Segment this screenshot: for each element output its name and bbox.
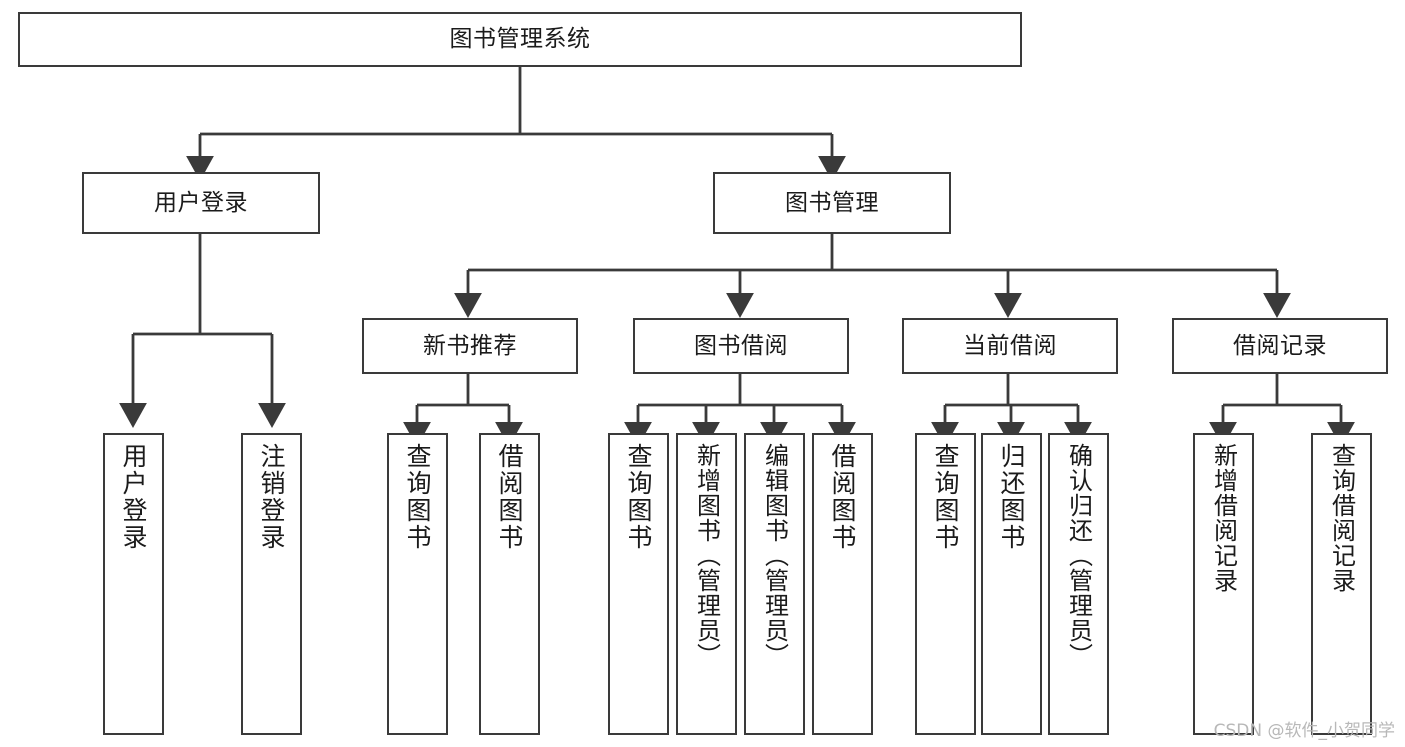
leaf-user-login[interactable]: 用户登录: [103, 433, 164, 735]
node-root-system[interactable]: 图书管理系统: [18, 12, 1022, 67]
node-label: 归还图书: [997, 443, 1026, 551]
leaf-borrow-book[interactable]: 借阅图书: [812, 433, 873, 735]
node-label: 确认归还（管理员）: [1064, 443, 1093, 668]
csdn-watermark: CSDN @软件_小贺同学: [1213, 721, 1395, 741]
node-book-borrow[interactable]: 图书借阅: [633, 318, 849, 374]
node-label: 新书推荐: [423, 332, 517, 359]
node-label: 查询借阅记录: [1327, 443, 1356, 593]
node-label: 注销登录: [257, 443, 286, 551]
leaf-edit-book-admin[interactable]: 编辑图书（管理员）: [744, 433, 805, 735]
node-user-login[interactable]: 用户登录: [82, 172, 320, 234]
node-label: 借阅记录: [1233, 332, 1327, 359]
leaf-recommend-query-book[interactable]: 查询图书: [387, 433, 448, 735]
node-label: 查询图书: [624, 443, 653, 551]
node-label: 用户登录: [154, 189, 248, 216]
node-label: 图书管理: [785, 189, 879, 216]
leaf-logout[interactable]: 注销登录: [241, 433, 302, 735]
node-label: 当前借阅: [963, 332, 1057, 359]
leaf-borrow-query-book[interactable]: 查询图书: [608, 433, 669, 735]
node-label: 查询图书: [931, 443, 960, 551]
leaf-current-query-book[interactable]: 查询图书: [915, 433, 976, 735]
node-current-borrow[interactable]: 当前借阅: [902, 318, 1118, 374]
leaf-query-borrow-record[interactable]: 查询借阅记录: [1311, 433, 1372, 735]
node-label: 查询图书: [403, 443, 432, 551]
leaf-recommend-borrow-book[interactable]: 借阅图书: [479, 433, 540, 735]
node-label: 编辑图书（管理员）: [760, 443, 789, 668]
node-label: 借阅图书: [828, 443, 857, 551]
node-borrow-record[interactable]: 借阅记录: [1172, 318, 1388, 374]
node-label: 用户登录: [119, 443, 148, 551]
node-book-management[interactable]: 图书管理: [713, 172, 951, 234]
node-label: 图书管理系统: [449, 26, 591, 53]
leaf-add-borrow-record[interactable]: 新增借阅记录: [1193, 433, 1254, 735]
leaf-confirm-return-admin[interactable]: 确认归还（管理员）: [1048, 433, 1109, 735]
node-label: 新增图书（管理员）: [692, 443, 721, 668]
node-label: 借阅图书: [495, 443, 524, 551]
leaf-return-book[interactable]: 归还图书: [981, 433, 1042, 735]
node-label: 新增借阅记录: [1209, 443, 1238, 593]
node-label: 图书借阅: [694, 332, 788, 359]
node-new-book-recommend[interactable]: 新书推荐: [362, 318, 578, 374]
leaf-add-book-admin[interactable]: 新增图书（管理员）: [676, 433, 737, 735]
